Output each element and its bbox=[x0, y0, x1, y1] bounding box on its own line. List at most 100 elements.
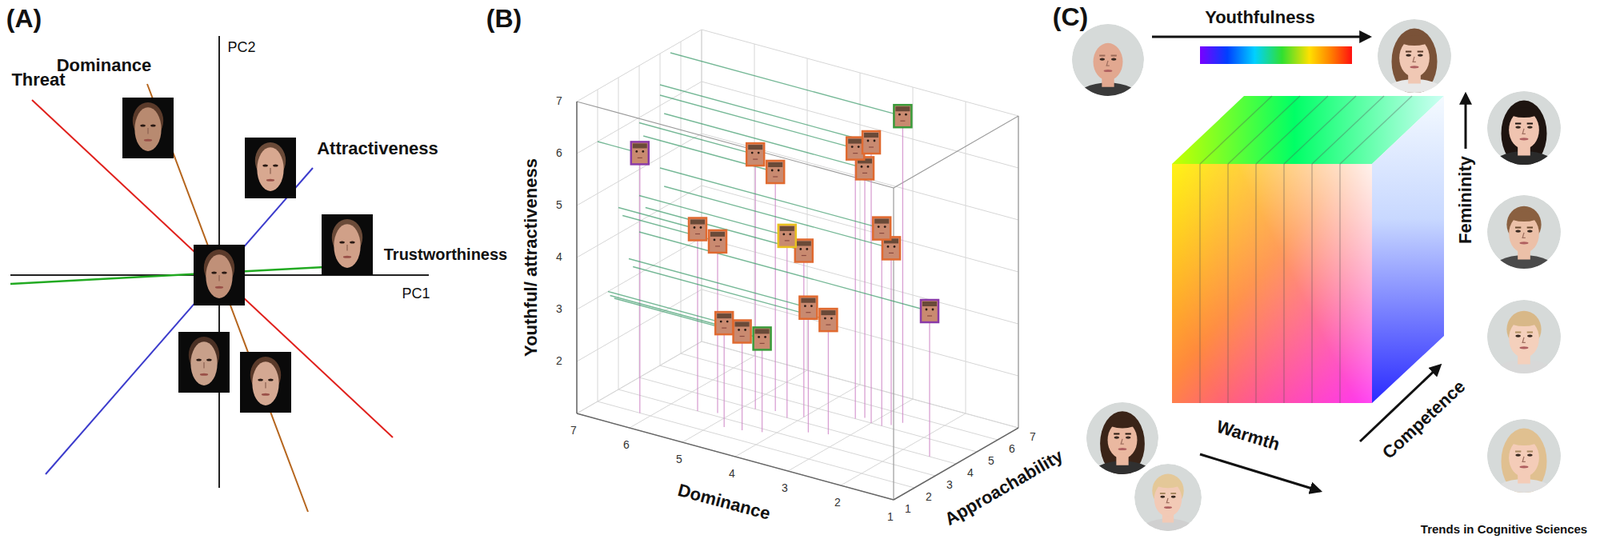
mouth bbox=[752, 159, 758, 160]
data-point-face bbox=[862, 131, 880, 154]
face-photo bbox=[1072, 24, 1144, 116]
eye bbox=[893, 245, 896, 248]
tick-label: 1 bbox=[887, 511, 894, 524]
brow bbox=[1527, 331, 1533, 333]
eye bbox=[824, 317, 827, 320]
projection-line bbox=[639, 123, 756, 156]
eye bbox=[860, 165, 864, 168]
brow bbox=[1113, 433, 1120, 436]
eye bbox=[339, 240, 344, 244]
eye bbox=[771, 169, 774, 172]
eye bbox=[641, 150, 644, 153]
brow bbox=[1515, 450, 1521, 452]
mouth bbox=[801, 255, 807, 256]
eye bbox=[1160, 496, 1165, 499]
eye bbox=[877, 225, 880, 228]
brow bbox=[1527, 226, 1533, 228]
hair bbox=[1509, 316, 1540, 327]
eye bbox=[898, 113, 901, 116]
eye bbox=[1527, 334, 1532, 337]
projection-line bbox=[639, 152, 640, 413]
photo-ground bbox=[1487, 195, 1561, 269]
3d-plot bbox=[576, 29, 1019, 500]
data-point-face bbox=[631, 141, 649, 164]
nose bbox=[1166, 498, 1169, 504]
nose bbox=[264, 382, 266, 389]
projection-line bbox=[622, 216, 718, 242]
axis-label: PC1 bbox=[401, 286, 430, 303]
eye bbox=[349, 240, 355, 244]
face-skin bbox=[252, 361, 279, 406]
color-scale bbox=[1200, 46, 1352, 64]
eye bbox=[140, 124, 145, 127]
eye bbox=[925, 308, 928, 312]
eye bbox=[1171, 496, 1176, 499]
mouth bbox=[1519, 241, 1528, 244]
panel-letter: (C) bbox=[1052, 3, 1088, 32]
shoulders bbox=[1076, 82, 1141, 116]
eye bbox=[851, 145, 854, 148]
nose bbox=[1120, 439, 1124, 444]
hair bbox=[755, 328, 770, 334]
axis-label: Trustworthiness bbox=[384, 245, 508, 264]
eye bbox=[757, 336, 760, 339]
data-point-face bbox=[733, 320, 752, 344]
mouth bbox=[343, 256, 352, 259]
eye bbox=[788, 233, 792, 236]
eye bbox=[635, 150, 638, 153]
face-frame bbox=[688, 218, 707, 241]
grid-line bbox=[680, 41, 682, 354]
axis-line bbox=[576, 413, 894, 500]
eye bbox=[150, 124, 156, 127]
grid-line bbox=[682, 370, 808, 443]
eye bbox=[272, 164, 278, 167]
mouth bbox=[721, 328, 727, 329]
projection-line bbox=[664, 186, 892, 248]
mouth bbox=[862, 172, 868, 174]
dimension-label: Youthfulness bbox=[1204, 8, 1316, 28]
brow bbox=[1125, 433, 1132, 436]
eye bbox=[867, 165, 870, 168]
mouth bbox=[852, 152, 858, 154]
mouth bbox=[772, 176, 778, 177]
brow bbox=[1527, 122, 1533, 124]
face-frame bbox=[746, 143, 764, 166]
nose bbox=[1106, 60, 1110, 66]
mouth bbox=[1519, 137, 1528, 140]
hair bbox=[864, 132, 879, 138]
eye bbox=[211, 271, 216, 274]
photo-ground bbox=[1487, 91, 1561, 165]
tick-label: 5 bbox=[988, 455, 995, 468]
face-photo-content bbox=[1487, 91, 1561, 184]
mouth bbox=[1409, 65, 1419, 68]
grid-line bbox=[1018, 116, 1020, 428]
projection-line bbox=[660, 84, 872, 143]
axis-label: Threat bbox=[11, 70, 65, 90]
box-edge bbox=[576, 101, 894, 188]
projection-line bbox=[855, 148, 856, 420]
eye bbox=[1417, 53, 1423, 56]
brow bbox=[1417, 50, 1424, 52]
mouth bbox=[200, 373, 208, 376]
panel-letter: (A) bbox=[6, 4, 42, 33]
face-photo bbox=[1377, 19, 1452, 112]
grid-line bbox=[660, 53, 661, 366]
data-point-face bbox=[766, 160, 784, 184]
shoulders bbox=[1491, 151, 1558, 184]
eye bbox=[873, 140, 876, 143]
data-point-face bbox=[893, 104, 912, 128]
face-photo bbox=[1487, 300, 1561, 393]
eye bbox=[857, 145, 860, 148]
eye bbox=[804, 304, 807, 308]
hair bbox=[1154, 478, 1182, 488]
hair bbox=[874, 219, 889, 224]
hair bbox=[1509, 107, 1540, 118]
eye bbox=[744, 328, 747, 332]
projection-line bbox=[660, 95, 856, 149]
mouth bbox=[637, 157, 643, 159]
nose bbox=[1412, 56, 1416, 62]
face-photo-content bbox=[1134, 464, 1202, 539]
axis-label: Dominance bbox=[676, 480, 773, 524]
brow bbox=[1111, 55, 1117, 57]
